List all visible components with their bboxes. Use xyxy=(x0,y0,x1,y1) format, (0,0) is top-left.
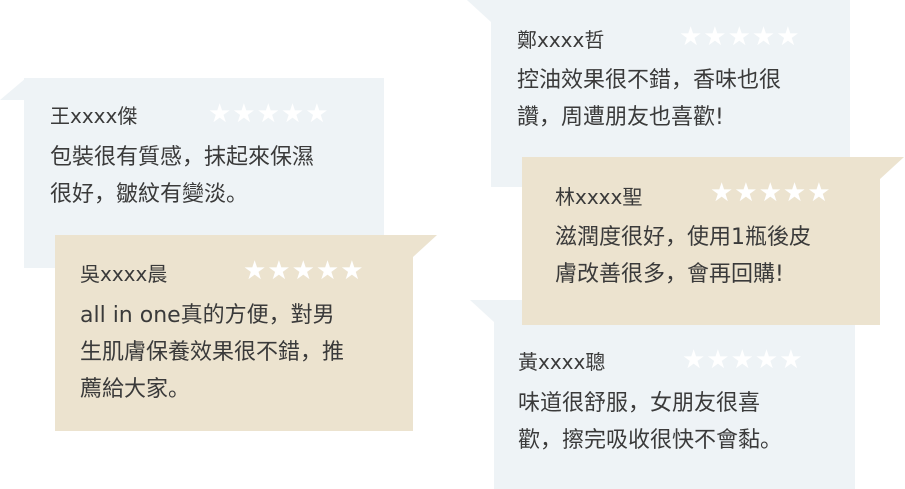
review-card-1-tail xyxy=(0,78,26,100)
rating-stars: ★★★★★ xyxy=(243,256,365,286)
review-text: 控油效果很不錯，香味也很 讚，周遭朋友也喜歡! xyxy=(517,68,782,130)
review-card-5-tail xyxy=(470,300,494,322)
reviewer-name: 鄭xxxx哲 xyxy=(517,28,605,52)
rating-stars: ★★★★★ xyxy=(682,345,804,375)
review-text: all in one真的方便，對男 生肌膚保養效果很不錯，推 薦給大家。 xyxy=(80,303,345,402)
reviewer-name: 林xxxx聖 xyxy=(555,185,643,209)
reviewer-name: 吳xxxx晨 xyxy=(80,262,168,286)
review-text: 味道很舒服，女朋友很喜 歡，擦完吸收很快不會黏。 xyxy=(518,391,783,453)
review-card-3-tail xyxy=(467,0,491,22)
review-card-3 xyxy=(491,0,850,187)
review-card-4 xyxy=(522,157,880,325)
review-card-4-tail xyxy=(880,157,904,179)
rating-stars: ★★★★★ xyxy=(710,178,832,208)
reviewer-name: 王xxxx傑 xyxy=(50,104,138,128)
review-card-2 xyxy=(55,235,413,431)
review-text: 包裝很有質感，抹起來保濕 很好，皺紋有變淡。 xyxy=(50,145,315,207)
reviewer-name: 黃xxxx聰 xyxy=(518,350,606,374)
review-card-2-tail xyxy=(413,235,437,257)
review-card-5 xyxy=(494,300,855,489)
review-text: 滋潤度很好，使用1瓶後皮 膚改善很多，會再回購! xyxy=(555,225,811,287)
rating-stars: ★★★★★ xyxy=(679,22,801,52)
rating-stars: ★★★★★ xyxy=(208,99,330,129)
